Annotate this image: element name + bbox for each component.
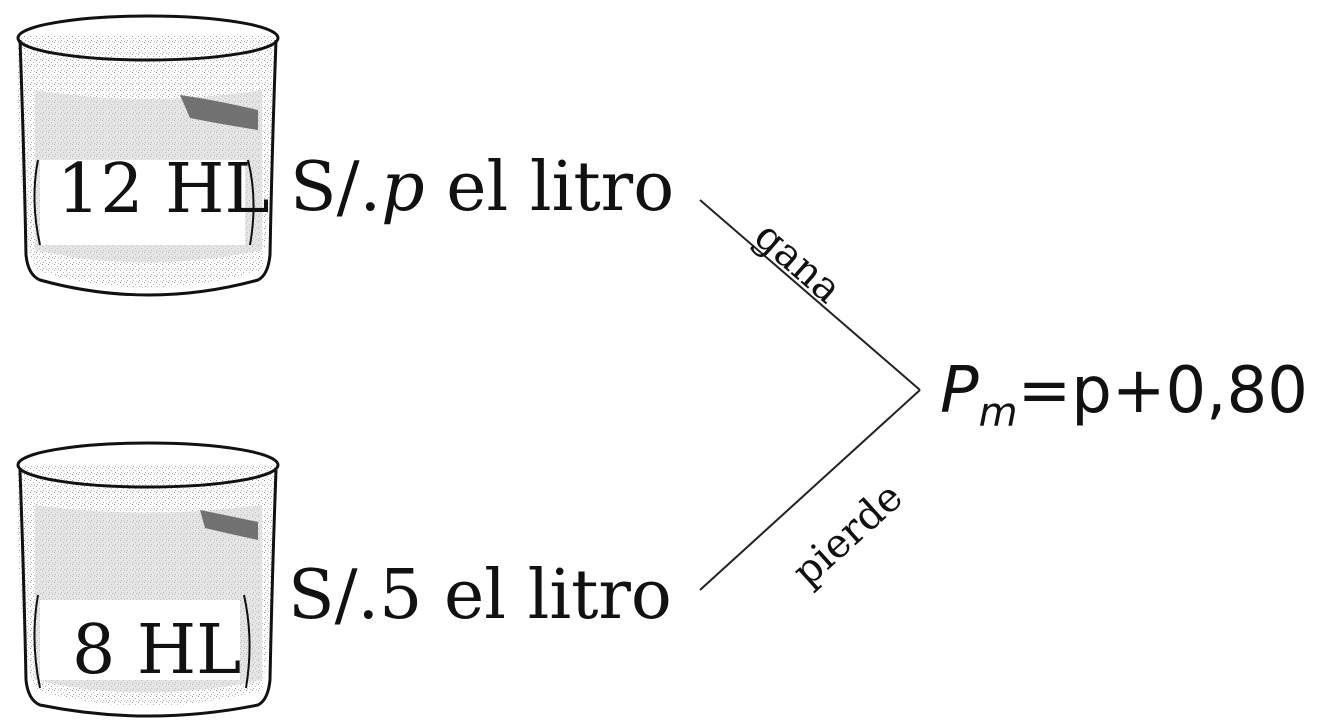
lower-branch-line <box>699 389 921 591</box>
top-beaker-icon <box>16 14 280 297</box>
result-symbol: P <box>940 354 979 428</box>
top-price-prefix: S/. <box>290 148 381 227</box>
lower-branch-label: pierde <box>784 474 912 595</box>
result-subscript: m <box>979 390 1018 436</box>
result-expression: =p+0,80 <box>1018 354 1308 428</box>
bottom-beaker-icon <box>16 441 280 718</box>
bottom-price-label: S/.5 el litro <box>288 556 672 635</box>
upper-branch-line <box>699 199 921 391</box>
top-volume-label: 12 HL <box>57 150 270 229</box>
result-formula: Pm=p+0,80 <box>940 354 1308 436</box>
upper-branch-label: gana <box>745 213 850 313</box>
top-price-variable: p <box>381 148 425 227</box>
top-price-label: S/.p el litro <box>290 148 674 227</box>
top-price-suffix: el litro <box>425 148 675 227</box>
bottom-volume-label: 8 HL <box>72 611 241 690</box>
